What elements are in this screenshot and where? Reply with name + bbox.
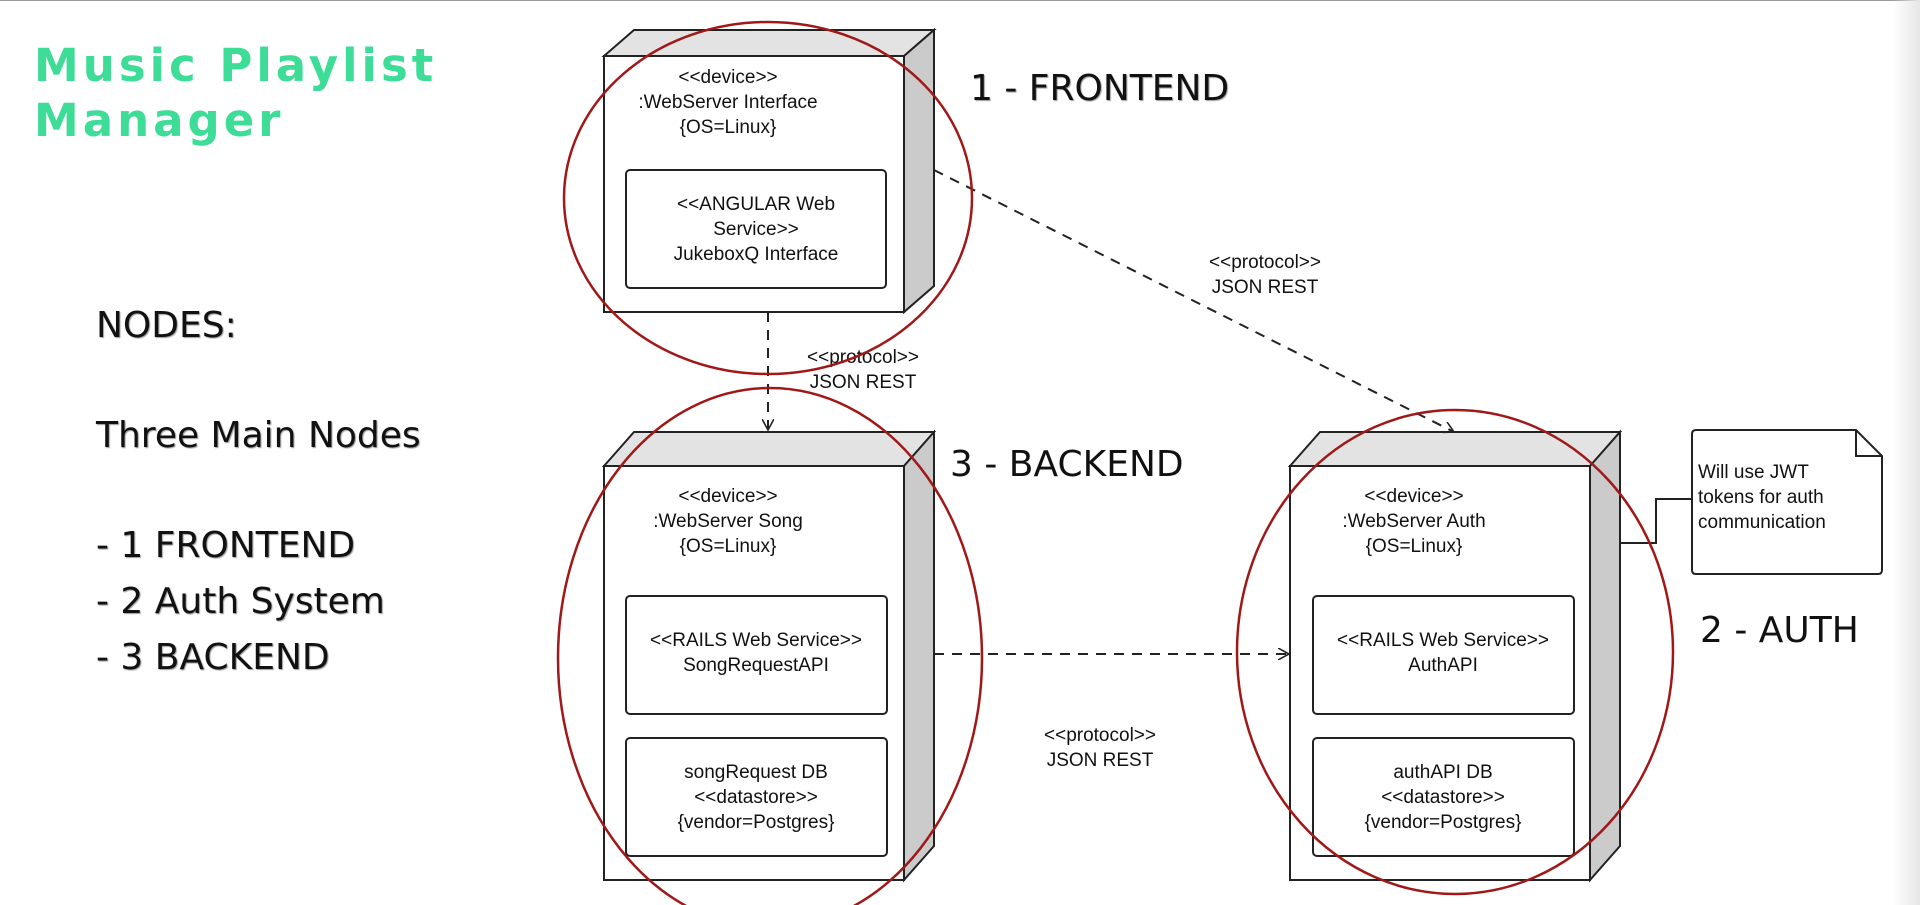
protocol-label-frontend-backend: <<protocol>> bbox=[807, 347, 919, 368]
nodes-subheading: Three Main Nodes bbox=[96, 415, 421, 456]
frontend-to-auth-connector bbox=[933, 169, 1454, 432]
frontend-node-side bbox=[903, 27, 935, 315]
backend-stereotype: <<device>> bbox=[678, 486, 777, 507]
auth-node-name: :WebServer Auth bbox=[1342, 511, 1485, 532]
frontend-highlight-circle bbox=[562, 20, 974, 376]
auth-os: {OS=Linux} bbox=[1366, 536, 1463, 557]
backend-node: <<device>> :WebServer Song {OS=Linux} <<… bbox=[601, 429, 937, 883]
auth-db-name: authAPI DB bbox=[1393, 762, 1492, 783]
backend-highlight-circle bbox=[556, 386, 984, 905]
frontend-component-box bbox=[625, 169, 887, 289]
page-title: Music Playlist Manager bbox=[34, 38, 437, 148]
frontend-label: 1 - FRONTEND bbox=[970, 68, 1229, 109]
backend-db-name: songRequest DB bbox=[684, 762, 828, 783]
protocol-type-backend-auth: JSON REST bbox=[1047, 750, 1154, 771]
frontend-component-stereotype-cont: Service>> bbox=[713, 219, 799, 240]
protocol-label-backend-auth: <<protocol>> bbox=[1044, 725, 1156, 746]
frontend-node-name: :WebServer Interface bbox=[638, 92, 817, 113]
node-list: - 1 FRONTEND - 2 Auth System - 3 BACKEND bbox=[96, 525, 385, 693]
auth-stereotype: <<device>> bbox=[1364, 486, 1463, 507]
right-edge-shadow bbox=[1892, 0, 1920, 905]
frontend-node: <<device>> :WebServer Interface {OS=Linu… bbox=[601, 27, 937, 315]
auth-service-name: AuthAPI bbox=[1408, 655, 1478, 676]
frontend-component-stereotype: <<ANGULAR Web bbox=[677, 194, 835, 215]
note-connector bbox=[1620, 498, 1692, 544]
jwt-note-line-3: communication bbox=[1698, 512, 1826, 533]
node-list-item-backend: - 3 BACKEND bbox=[96, 637, 330, 678]
frontend-os: {OS=Linux} bbox=[680, 117, 777, 138]
top-border bbox=[0, 0, 1920, 1]
auth-db-stereotype: <<datastore>> bbox=[1381, 787, 1505, 808]
title-line-2: Manager bbox=[34, 94, 285, 147]
node-list-item-auth: - 2 Auth System bbox=[96, 581, 385, 622]
nodes-heading: NODES: bbox=[96, 305, 237, 346]
protocol-type-frontend-auth: JSON REST bbox=[1212, 277, 1319, 298]
auth-node-side bbox=[1589, 429, 1621, 883]
jwt-note-fold bbox=[1855, 430, 1882, 457]
node-list-item-frontend: - 1 FRONTEND bbox=[96, 525, 356, 566]
backend-service-stereotype: <<RAILS Web Service>> bbox=[650, 630, 862, 651]
auth-highlight-circle bbox=[1235, 408, 1675, 896]
backend-label: 3 - BACKEND bbox=[950, 444, 1184, 485]
protocol-type-frontend-backend: JSON REST bbox=[810, 372, 917, 393]
auth-node: <<device>> :WebServer Auth {OS=Linux} <<… bbox=[1287, 429, 1623, 883]
auth-db-vendor: {vendor=Postgres} bbox=[1365, 812, 1522, 833]
jwt-note-outline bbox=[1691, 429, 1883, 575]
backend-db-box bbox=[625, 737, 888, 857]
jwt-note-line-1: Will use JWT bbox=[1698, 462, 1809, 483]
auth-node-top bbox=[1287, 431, 1623, 467]
backend-service-box bbox=[625, 595, 888, 715]
auth-db-box bbox=[1312, 737, 1575, 857]
backend-node-top bbox=[601, 431, 937, 467]
protocol-label-frontend-auth: <<protocol>> bbox=[1209, 252, 1321, 273]
backend-os: {OS=Linux} bbox=[680, 536, 777, 557]
backend-service-name: SongRequestAPI bbox=[683, 655, 829, 676]
auth-label: 2 - AUTH bbox=[1700, 610, 1859, 651]
backend-node-name: :WebServer Song bbox=[653, 511, 803, 532]
auth-service-box bbox=[1312, 595, 1575, 715]
auth-service-stereotype: <<RAILS Web Service>> bbox=[1337, 630, 1549, 651]
backend-node-side bbox=[903, 429, 935, 883]
frontend-stereotype: <<device>> bbox=[678, 67, 777, 88]
backend-db-vendor: {vendor=Postgres} bbox=[678, 812, 835, 833]
frontend-component-name: JukeboxQ Interface bbox=[674, 244, 839, 265]
backend-db-stereotype: <<datastore>> bbox=[694, 787, 818, 808]
jwt-note-line-2: tokens for auth bbox=[1698, 487, 1824, 508]
title-line-1: Music Playlist bbox=[34, 39, 438, 92]
jwt-note: Will use JWT tokens for auth communicati… bbox=[1691, 429, 1883, 575]
